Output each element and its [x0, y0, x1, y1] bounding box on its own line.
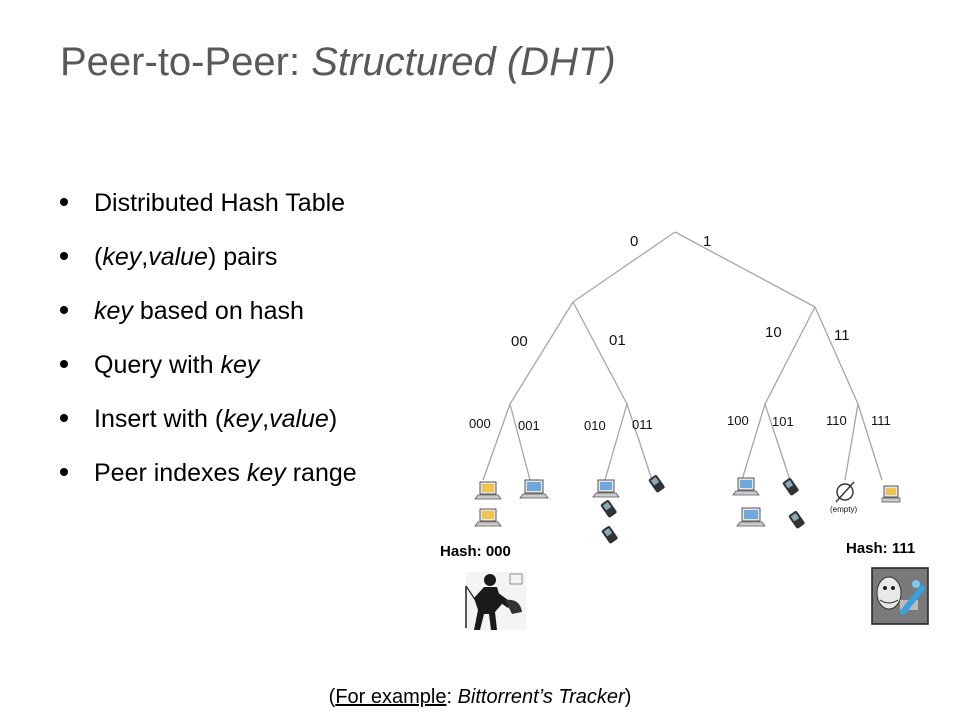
bullet-text: value	[269, 405, 329, 433]
empty-label: (empty)	[830, 505, 857, 514]
bullet-text: key	[246, 459, 286, 487]
label-11: 11	[834, 327, 850, 344]
label-011: 011	[632, 417, 653, 432]
label-000: 000	[469, 416, 491, 431]
bullet-text: key	[94, 297, 133, 325]
label-101: 101	[772, 414, 794, 429]
edge-10-101	[764, 403, 791, 481]
label-111: 111	[871, 413, 891, 428]
bullet-item: Insert with (key,value)	[60, 392, 357, 446]
label-010: 010	[584, 418, 606, 433]
title-italic: Structured (DHT)	[311, 40, 616, 84]
tree-edges	[482, 231, 883, 481]
phone-icon	[782, 478, 799, 496]
bullet-text: Distributed Hash Table	[94, 189, 346, 217]
phone-icon	[648, 475, 665, 493]
caption: (For example: Bittorrent’s Tracker)	[0, 686, 960, 709]
hash-left-label: Hash: 000	[440, 543, 511, 560]
label-110: 110	[826, 413, 847, 428]
bullet-text: ) pairs	[207, 243, 278, 271]
label-01: 01	[609, 332, 626, 349]
bullet-text: based on hash	[132, 297, 304, 325]
bullet-text: Peer indexes	[94, 459, 247, 487]
edge-root-0	[572, 231, 676, 303]
edge-root-1	[674, 231, 816, 308]
bullet-text: range	[285, 459, 357, 487]
bullet-text: Insert with (	[94, 405, 224, 433]
bullet-item: Peer indexes key range	[60, 446, 357, 500]
peer-photo-right-image	[871, 567, 929, 625]
bullet-text: Query with	[94, 351, 221, 379]
peer-photo-left-image	[465, 572, 526, 630]
laptop-icon	[519, 479, 549, 499]
bullet-text: ,	[141, 243, 149, 271]
laptop-icon	[474, 481, 502, 500]
label-0: 0	[630, 233, 638, 250]
laptop-icon	[732, 477, 760, 496]
label-10: 10	[765, 324, 782, 341]
bullet-text: )	[328, 405, 338, 433]
label-00: 00	[511, 333, 528, 350]
edge-11-111	[857, 403, 883, 481]
slide-title: Peer-to-Peer: Structured (DHT)	[60, 40, 616, 85]
edge-00-001	[509, 403, 531, 481]
bullet-item: key based on hash	[60, 284, 357, 338]
caption-close: )	[624, 686, 632, 708]
bullet-item: (key,value) pairs	[60, 230, 357, 284]
edge-1-11	[814, 306, 859, 405]
label-001: 001	[518, 418, 540, 433]
bullet-text: key	[102, 243, 142, 271]
label-1: 1	[703, 233, 711, 250]
edge-01-011	[626, 403, 653, 481]
label-100: 100	[727, 413, 749, 428]
title-plain: Peer-to-Peer:	[60, 40, 312, 84]
bullet-text: value	[148, 243, 208, 271]
laptop-icon	[474, 508, 502, 527]
edge-01-010	[604, 403, 628, 481]
edge-11-110	[844, 403, 859, 481]
caption-open: (	[328, 686, 336, 708]
edge-0-00	[509, 301, 574, 405]
caption-italic: Bittorrent’s Tracker	[457, 686, 625, 708]
phone-icon	[601, 526, 618, 544]
caption-colon: :	[446, 686, 458, 708]
caption-example: For example	[335, 686, 447, 708]
edge-1-10	[764, 306, 816, 405]
phone-icon	[788, 511, 805, 529]
edge-00-000	[482, 403, 511, 481]
bullet-text: ,	[262, 405, 270, 433]
bullet-text: key	[220, 351, 260, 379]
desktop-computer-icon	[881, 485, 901, 503]
empty-set-icon	[835, 481, 855, 503]
hash-right-label: Hash: 111	[846, 540, 916, 557]
edge-0-01	[572, 301, 628, 405]
bullet-text: key	[223, 405, 263, 433]
bullet-text: (	[94, 243, 103, 271]
bullet-item: Distributed Hash Table	[60, 176, 357, 230]
edge-10-100	[741, 403, 766, 481]
laptop-icon	[592, 479, 620, 498]
laptop-icon	[736, 507, 766, 527]
phone-icon	[600, 500, 617, 518]
bullet-item: Query with key	[60, 338, 357, 392]
